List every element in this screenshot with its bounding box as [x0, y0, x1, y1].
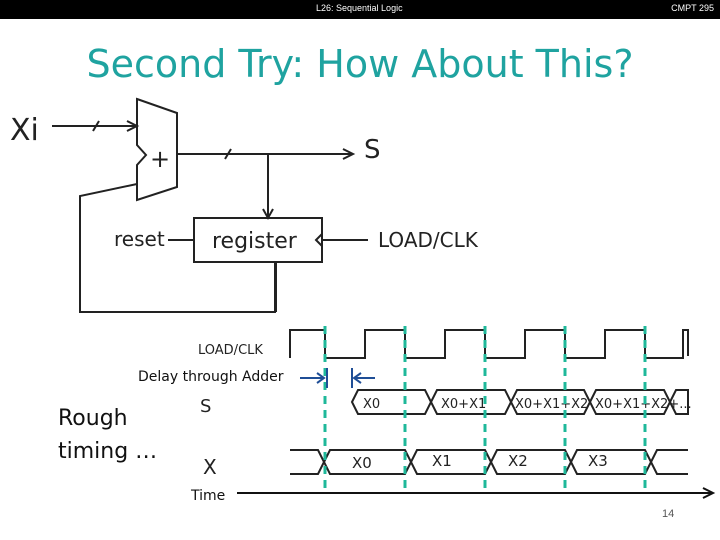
input-label: Xi: [10, 113, 39, 148]
register-label: register: [212, 229, 298, 254]
s-value-3: X0+X1+X2+...: [595, 397, 692, 412]
circuit-diagram: [52, 97, 368, 313]
s-values: X0 X0+X1 X0+X1+X2 X0+X1+X2+...: [363, 397, 692, 412]
header-bar: L26: Sequential Logic CMPT 295: [0, 0, 720, 19]
x-value-2: X2: [508, 452, 528, 470]
s-value-2: X0+X1+X2: [515, 397, 588, 412]
timing-s-label: S: [200, 396, 211, 417]
timing-clk-label: LOAD/CLK: [198, 343, 263, 358]
x-bus: [290, 449, 688, 475]
x-values: X0 X1 X2 X3: [352, 452, 608, 472]
timing-x-label: X: [203, 455, 217, 479]
delay-arrows: [300, 368, 375, 388]
rough-timing-label: Rough timing …: [58, 406, 158, 464]
s-value-0: X0: [363, 397, 380, 412]
reset-label: reset: [114, 227, 165, 251]
adder-shape: [136, 97, 178, 202]
time-axis: [237, 487, 716, 499]
s-value-1: X0+X1: [441, 397, 486, 412]
x-value-0: X0: [352, 454, 372, 472]
time-axis-label: Time: [191, 488, 226, 504]
x-value-1: X1: [432, 452, 452, 470]
load-clk-label: LOAD/CLK: [378, 228, 479, 252]
adder-symbol: +: [150, 145, 170, 173]
slide-title: Second Try: How About This?: [86, 42, 634, 86]
page-number: 14: [662, 508, 675, 520]
output-label: S: [364, 135, 381, 165]
clock-waveform: [289, 329, 689, 359]
delay-annotation: Delay through Adder: [138, 369, 284, 385]
s-bus: [350, 389, 689, 415]
course-code: CMPT 295: [671, 3, 714, 13]
x-value-3: X3: [588, 452, 608, 470]
lecture-title: L26: Sequential Logic: [316, 3, 403, 13]
circuit-labels: Xi + S reset register LOAD/CLK: [10, 113, 479, 254]
